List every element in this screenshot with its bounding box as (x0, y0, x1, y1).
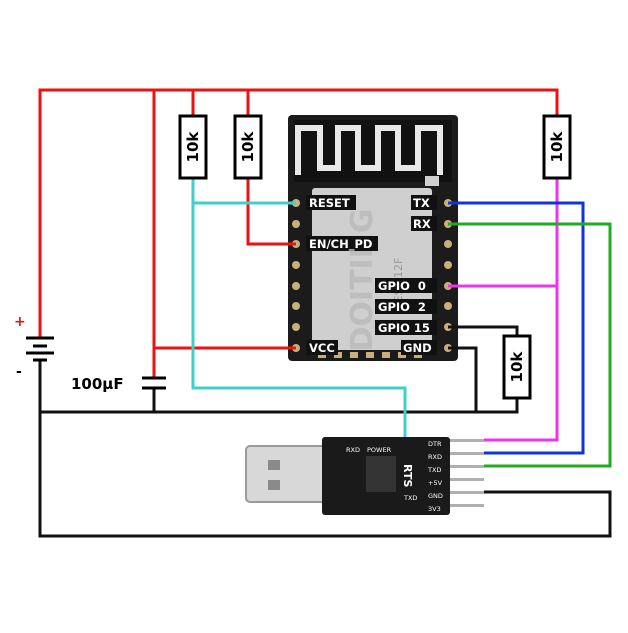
usb-pin-dtr: DTR (428, 440, 442, 448)
resistor-r1: 10k (178, 114, 208, 180)
usb-side-txd: TXD (403, 494, 417, 502)
pin-label-gpio2: GPIO 2 (378, 300, 426, 314)
pad (350, 352, 358, 358)
pad (292, 282, 300, 290)
pad (444, 261, 452, 269)
usb-side-power: POWER (367, 446, 392, 454)
right-pads (444, 199, 452, 352)
wire-rx (448, 222, 612, 468)
pin-label-reset: RESET (309, 196, 350, 210)
resistor-r4-label: 10k (508, 351, 526, 383)
pin-label-box-reset (306, 195, 356, 210)
pin-label-box-gpio2 (375, 299, 437, 314)
usb-rts-label: RTS (401, 464, 414, 487)
usb-plug-hole (268, 480, 280, 490)
resistor-body (178, 114, 208, 180)
wire-ground-bottom (38, 360, 612, 538)
resistor-r1-label: 10k (184, 131, 202, 163)
pin-label-box-gnd (401, 340, 437, 355)
pad (292, 220, 300, 228)
pin-label-en-ch-pd: EN/CH_PD (309, 237, 372, 252)
usb-chip (366, 456, 396, 492)
antenna-trace (295, 125, 443, 175)
header-pin (450, 439, 484, 442)
pad (382, 352, 390, 358)
header-pin (450, 491, 484, 494)
header-pin (450, 452, 484, 455)
wire-gnd-pin (448, 346, 478, 412)
pin-label-vcc: VCC (309, 341, 335, 355)
resistor-r3-label: 10k (548, 131, 566, 163)
usb-pin-5v: +5V (428, 479, 443, 487)
capacitor-label: 100µF (71, 375, 124, 393)
header-pin (450, 465, 484, 468)
wire-gpio0 (448, 284, 559, 442)
pin-label-tx: TX (413, 196, 430, 210)
wire-tx (448, 201, 585, 455)
pad (292, 261, 300, 269)
resistor-r2: 10k (233, 114, 263, 180)
wire-ground-mid (40, 398, 519, 414)
wires (38, 88, 612, 538)
resistor-r2-label: 10k (239, 131, 257, 163)
usb-pin-rxd: RXD (428, 453, 442, 461)
usb-adapter: RTS DTR RXD TXD +5V GND 3V3 RXD TXD POWE… (245, 437, 484, 515)
pin-label-gpio15: GPIO 15 (378, 321, 430, 335)
capacitor: 100µF (71, 375, 166, 393)
pin-label-box-vcc (306, 340, 338, 355)
battery-minus-label: - (16, 364, 22, 380)
pad (292, 302, 300, 310)
pad (444, 302, 452, 310)
header-pin (450, 478, 484, 481)
resistor-r3: 10k (542, 114, 572, 180)
wire-power-vcc (152, 90, 296, 378)
pin-label-box-gpio0 (375, 278, 437, 293)
usb-pin-3v3: 3V3 (428, 505, 441, 513)
wire-gpio15 (448, 325, 519, 336)
battery-plus-label: + (14, 314, 26, 330)
pin-label-box-en (306, 236, 378, 251)
pad (366, 352, 374, 358)
pin-label-box-tx (411, 195, 437, 210)
module-led (425, 176, 439, 186)
usb-pin-txd: TXD (427, 466, 441, 474)
resistor-body (502, 334, 532, 400)
usb-side-rxd: RXD (346, 446, 360, 454)
wire-reset (191, 178, 407, 437)
pad (292, 323, 300, 331)
pin-label-rx: RX (413, 217, 431, 231)
esp-module: DOITING ESP-12F (288, 115, 458, 361)
pad (444, 240, 452, 248)
pin-label-box-rx (411, 216, 437, 231)
wire-en (246, 178, 296, 246)
header-pin (450, 504, 484, 507)
usb-header-pins (450, 439, 484, 507)
pin-label-gpio0: GPIO 0 (378, 279, 426, 293)
resistor-r4: 10k (502, 334, 532, 400)
resistor-body (233, 114, 263, 180)
wire-power-top (38, 88, 559, 338)
pin-label-box-gpio15 (375, 320, 437, 335)
usb-pin-gnd: GND (428, 492, 443, 500)
pin-label-gnd: GND (403, 341, 432, 355)
battery: + - (14, 314, 54, 380)
module-chip-brand: DOITING (345, 209, 380, 352)
usb-plug-hole (268, 460, 280, 470)
resistor-body (542, 114, 572, 180)
